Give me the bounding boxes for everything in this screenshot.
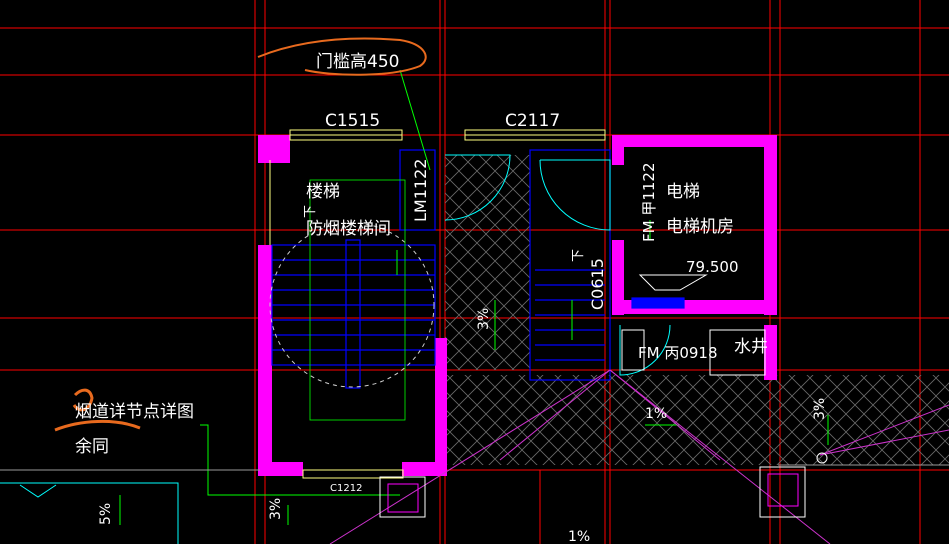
staircase-left [271, 149, 436, 389]
annotation-lines [119, 69, 829, 525]
stair-down-right: 下 [571, 249, 586, 262]
door-label-fm-bing0918: FM 丙0918 [638, 344, 718, 362]
windows [269, 129, 606, 479]
lower-outline [0, 482, 179, 544]
stair-inner-rect [309, 179, 406, 421]
slope-1-mid: 1% [645, 406, 667, 422]
water-tank-label: 水井 [734, 337, 768, 357]
door-label-lm1122: LM1122 [411, 159, 430, 222]
highlight-circle-top [257, 37, 427, 76]
hatched-shaft [445, 155, 530, 370]
door-arcs [444, 154, 671, 376]
flue-note-2: 余同 [75, 437, 109, 457]
slope-1-bottom: 1% [568, 529, 590, 544]
stair-title: 楼梯 [306, 182, 340, 202]
highlight-scribble-left [54, 388, 141, 432]
lower-grey-lines [0, 464, 949, 471]
elevator-title: 电梯 [666, 182, 700, 202]
window-label-c2117: C2117 [505, 111, 560, 131]
elevator-equipment [621, 274, 828, 464]
stair-subtitle: 防烟楼梯间 [306, 219, 391, 239]
hatched-corridor [445, 375, 949, 465]
flue-note: 烟道详节点详图 [75, 402, 194, 422]
window-label-c1212: C1212 [330, 483, 362, 494]
threshold-note: 门槛高450 [316, 52, 399, 72]
slope-3-mid: 3% [476, 308, 492, 330]
stair-down-left: 下 [303, 205, 318, 218]
slope-3-right: 3% [812, 398, 828, 420]
staircase-right [529, 149, 685, 381]
stair-dashed-circle [269, 222, 435, 388]
door-label-c0615: C0615 [588, 258, 607, 310]
elevation-value: 79.500 [686, 258, 739, 276]
slope-3-bottom: 3% [268, 498, 284, 520]
window-label-c1515: C1515 [325, 111, 380, 131]
magenta-diagonals [329, 369, 949, 544]
elevator-machine-room: 电梯机房 [666, 217, 734, 237]
column-pads [379, 466, 806, 518]
slope-5: 5% [98, 503, 114, 525]
door-label-fm-jia1122: FM 甲1122 [640, 162, 658, 242]
